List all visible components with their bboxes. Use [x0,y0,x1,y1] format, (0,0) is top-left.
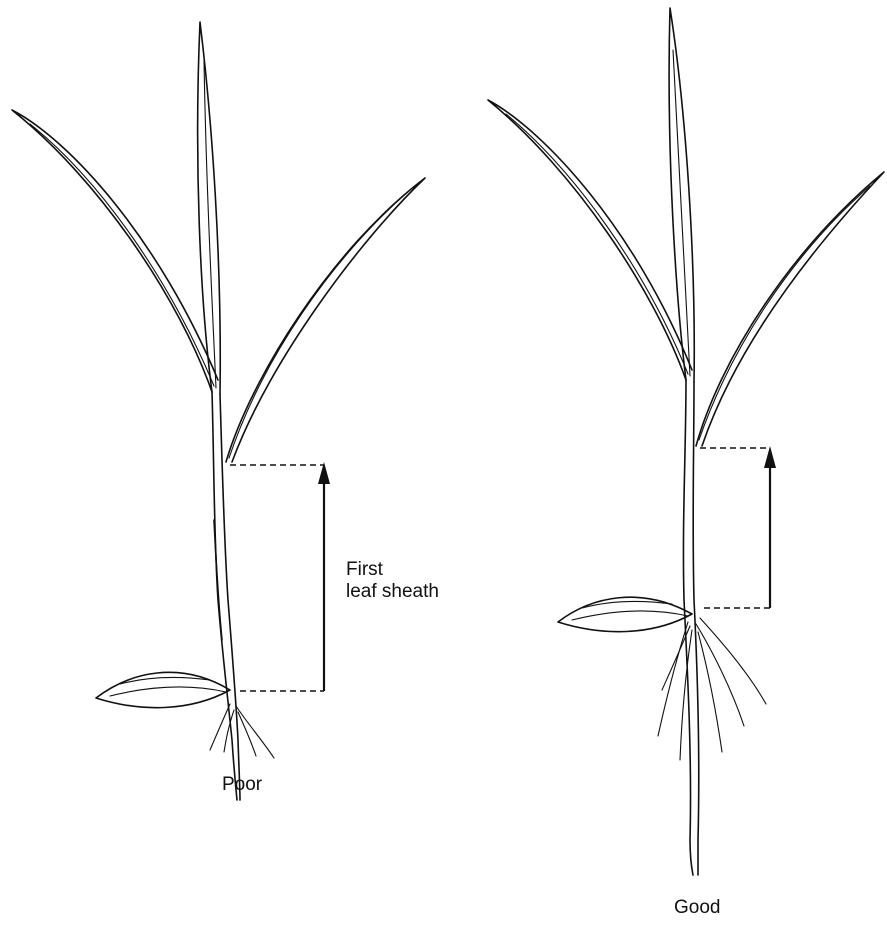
good-root-1 [658,622,688,736]
good-left-leaf [488,100,692,380]
good-left-leaf-rib [506,114,688,374]
good-root-5 [696,624,744,726]
good-root-2 [700,618,766,704]
good-right-leaf-rib [699,186,870,440]
poor-central-leaf [198,22,221,394]
good-caption: Good [674,897,720,918]
annotation-first: First [346,559,384,580]
poor-right-leaf-rib [229,190,410,458]
good-stem [683,380,693,875]
good-seed [558,597,692,631]
annotation-leaf-sheath: leaf sheath [346,581,439,602]
poor-stem [212,392,237,800]
poor-seedling [12,22,425,800]
poor-left-leaf [12,110,218,392]
good-seed-groove [572,611,688,620]
poor-seed-groove [110,687,226,696]
poor-arrow-head [318,462,330,484]
poor-root-4 [238,712,256,756]
good-seedling [488,8,884,875]
poor-right-leaf [226,178,425,462]
poor-sheath-measure [230,462,330,691]
good-arrow-head [764,446,776,468]
poor-root-1 [210,704,230,750]
good-right-leaf [696,172,884,446]
poor-caption: Poor [222,774,263,795]
good-sheath-measure [700,446,776,608]
poor-left-leaf-rib [30,124,214,386]
good-root-4 [698,632,722,752]
poor-root-2 [236,706,274,758]
poor-sheath [214,520,222,640]
good-stem-inner [693,382,699,875]
